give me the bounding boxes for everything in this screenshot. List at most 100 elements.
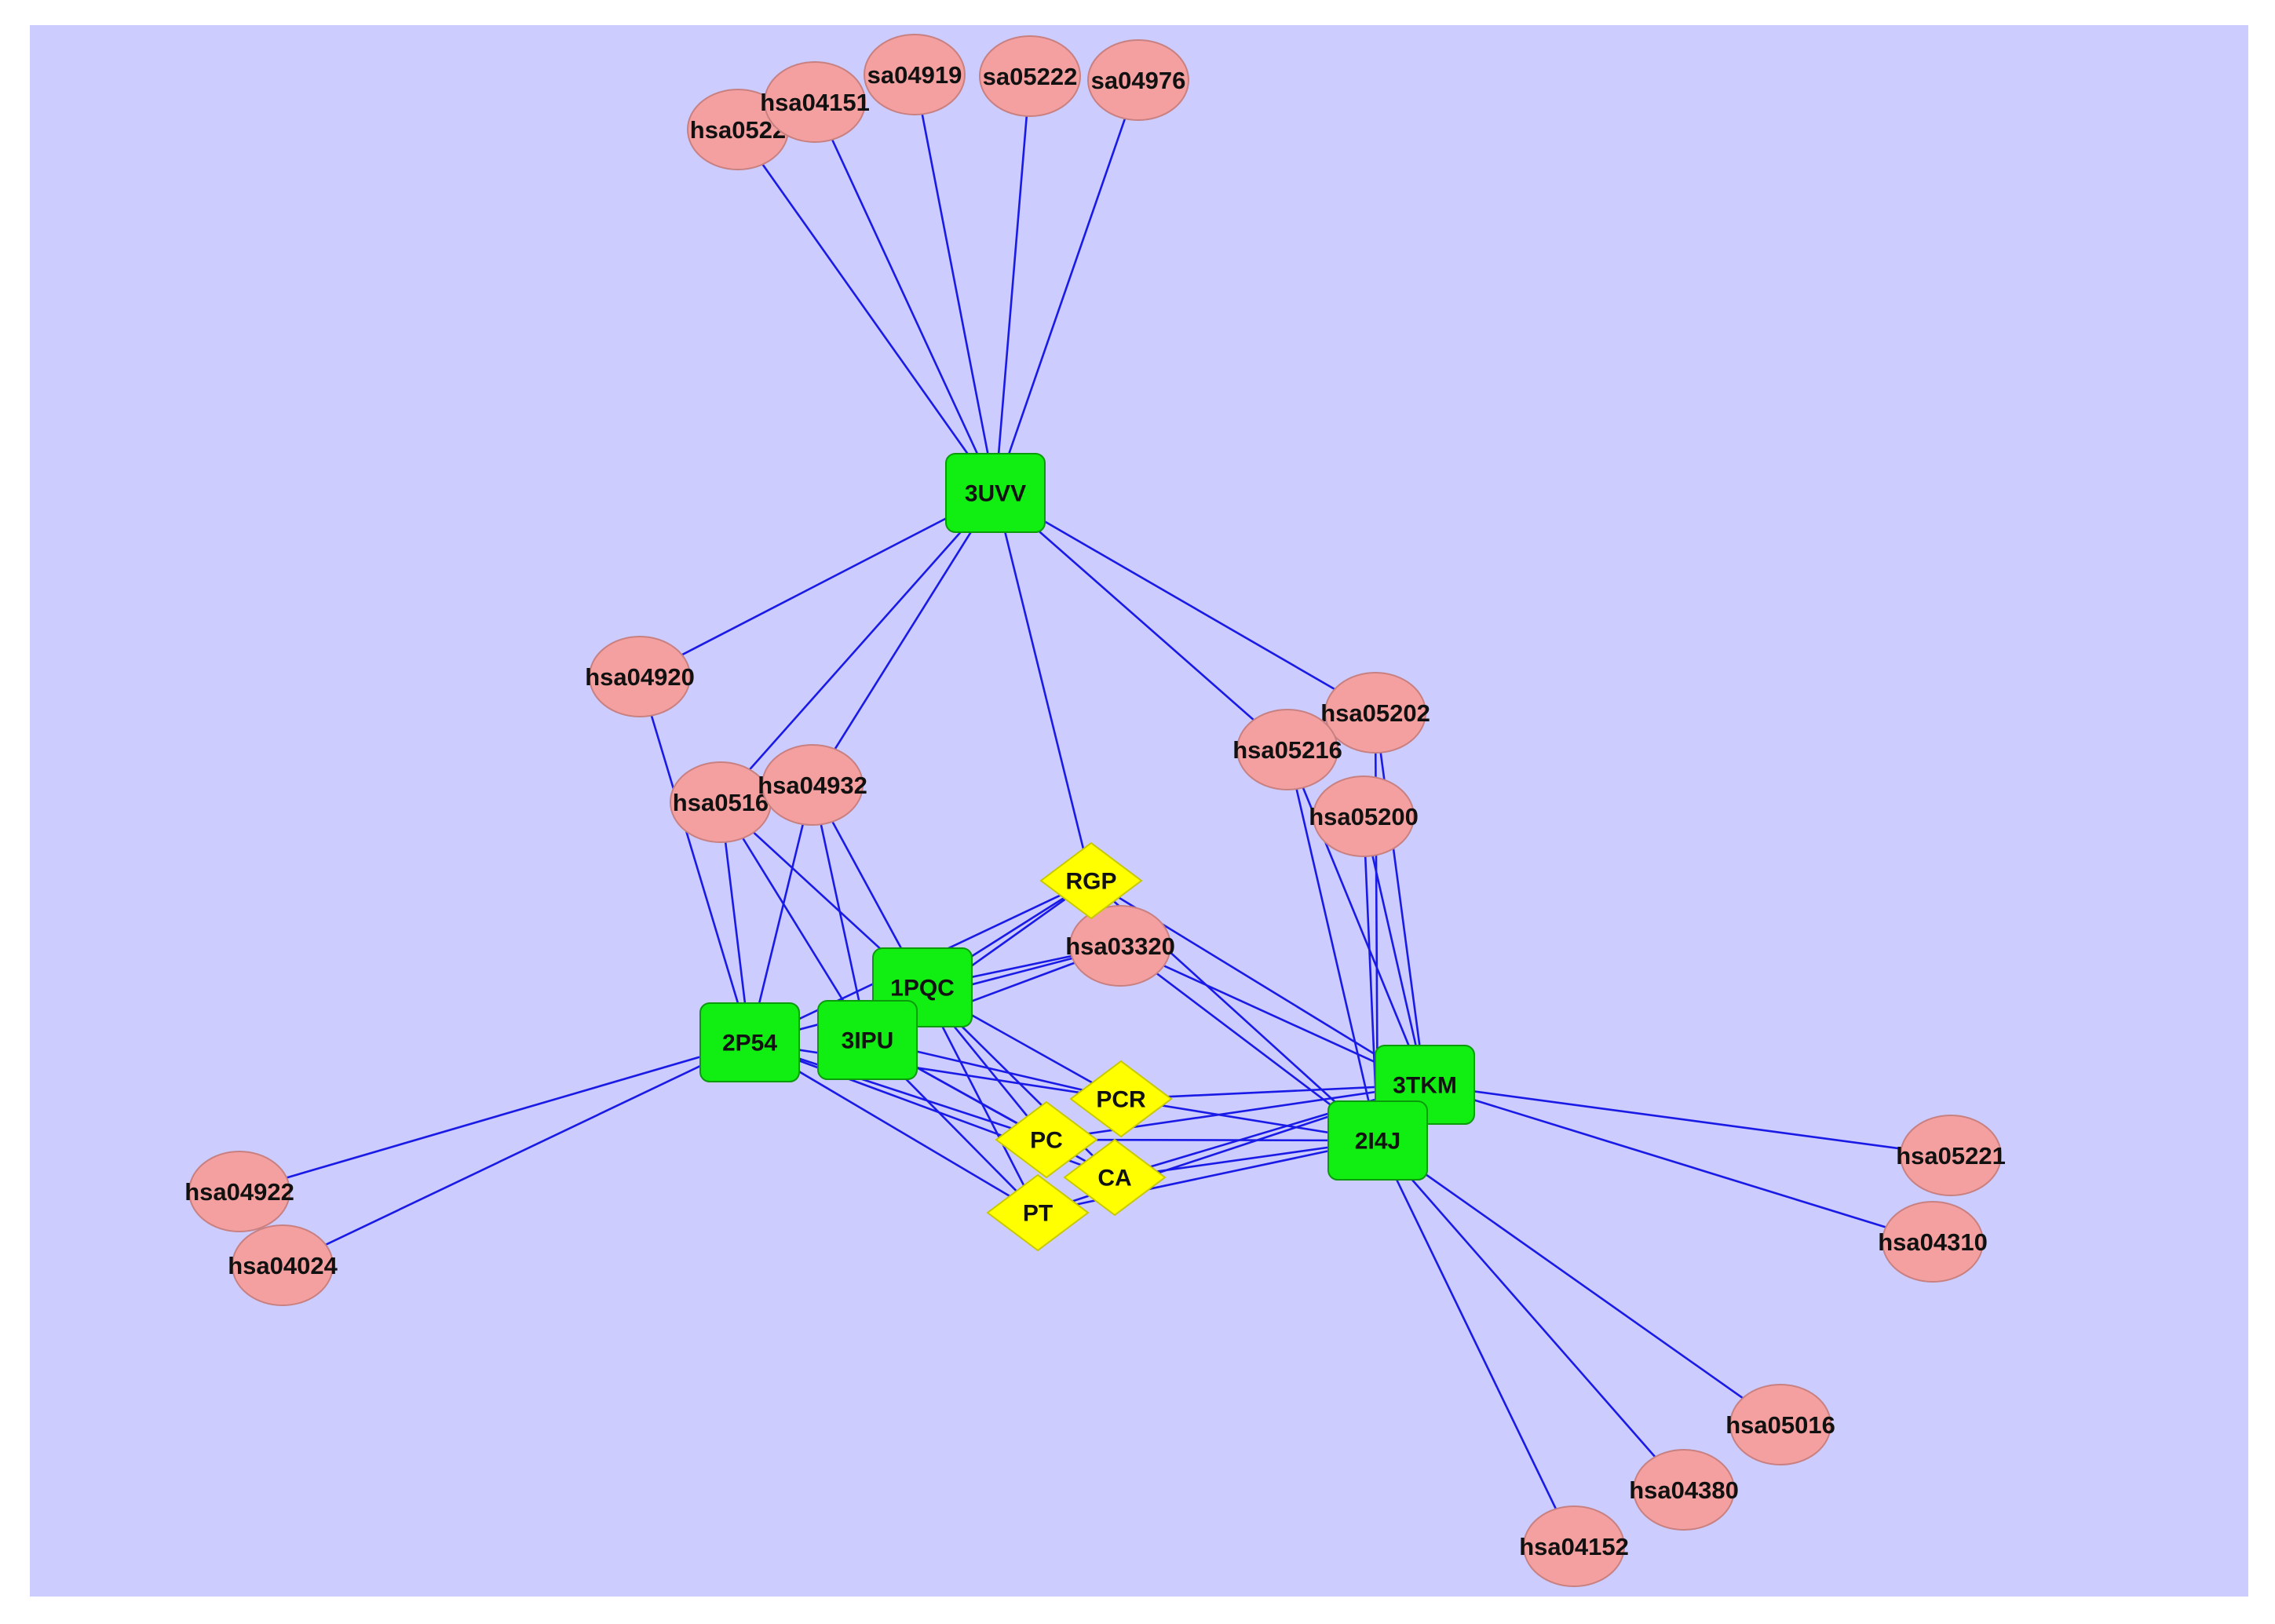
- pathway-ellipse: [1633, 1449, 1735, 1531]
- edge-hsa05216-2I4J: [1286, 749, 1379, 1141]
- edge-hsa04932-2P54: [748, 784, 814, 1043]
- pathway-node-hsa04922[interactable]: hsa04922: [184, 1151, 294, 1232]
- pathway-ellipse: [761, 744, 864, 826]
- diagram-background: [30, 25, 2248, 1597]
- compound-diamond: [995, 1100, 1098, 1179]
- pathway-node-hsa04151[interactable]: hsa04151: [760, 61, 870, 143]
- pathway-ellipse: [1882, 1201, 1984, 1283]
- edge-2I4J-hsa05016: [1377, 1139, 1781, 1426]
- node-label: hsa03320: [1065, 932, 1175, 960]
- edge-3UVV-hsa04976: [994, 79, 1140, 494]
- pathway-node-hsa05216[interactable]: hsa05216: [1232, 709, 1342, 790]
- edge-3TKM-PCR: [1120, 1083, 1426, 1100]
- node-label: hsa05200: [1309, 803, 1419, 830]
- compound-node-PCR[interactable]: PCR: [1069, 1060, 1173, 1138]
- pathway-node-hsa05222[interactable]: sa05222: [979, 35, 1081, 117]
- edge-2I4J-hsa04380: [1377, 1140, 1685, 1491]
- node-label: hsa04151: [760, 89, 870, 116]
- pathway-node-hsa04920[interactable]: hsa04920: [585, 636, 695, 717]
- compound-diamond: [1063, 1138, 1167, 1217]
- node-label: hsa05016: [1725, 1411, 1835, 1439]
- pathway-node-hsa04919[interactable]: sa04919: [864, 34, 966, 115]
- compound-node-PC[interactable]: PC: [995, 1100, 1098, 1179]
- edge-3UVV-hsa05202: [995, 491, 1376, 714]
- edge-hsa04932-3IPU: [811, 784, 869, 1041]
- node-label: PCR: [1096, 1087, 1146, 1113]
- node-label: PT: [1023, 1201, 1053, 1227]
- edge-3UVV-hsa04932: [811, 492, 997, 786]
- edge-3UVV-hsa04151: [813, 101, 997, 494]
- edge-3TKM-hsa05221: [1424, 1083, 1952, 1157]
- node-label: 3UVV: [965, 481, 1026, 507]
- pathway-node-hsa05221[interactable]: hsa05221: [1896, 1115, 2006, 1196]
- pathway-node-hsa05160[interactable]: hsa0516: [670, 761, 772, 843]
- protein-node-3UVV[interactable]: 3UVV: [945, 453, 1046, 533]
- node-label: 2I4J: [1355, 1129, 1400, 1155]
- protein-node-2P54[interactable]: 2P54: [699, 1002, 800, 1082]
- pathway-node-hsa04976[interactable]: sa04976: [1087, 39, 1189, 121]
- pathway-node-hsa04310[interactable]: hsa04310: [1878, 1201, 1988, 1283]
- pathway-ellipse: [1324, 672, 1426, 754]
- edge-3UVV-hsa05223: [736, 129, 997, 494]
- pathway-node-hsa04380[interactable]: hsa04380: [1629, 1449, 1739, 1531]
- pathway-ellipse: [1087, 39, 1189, 121]
- pathway-ellipse: [589, 636, 691, 717]
- node-label: RGP: [1065, 869, 1116, 895]
- pathway-node-hsa05016[interactable]: hsa05016: [1725, 1384, 1835, 1465]
- edge-3UVV-hsa04920: [639, 491, 996, 678]
- protein-node-3IPU[interactable]: 3IPU: [817, 1000, 918, 1080]
- node-label: hsa0516: [673, 789, 769, 816]
- edge-hsa04920-2P54: [638, 676, 751, 1043]
- protein-box: [817, 1000, 918, 1080]
- edge-3TKM-PC: [1046, 1083, 1426, 1141]
- edge-hsa03320-3TKM: [1119, 944, 1426, 1086]
- edge-hsa05202-3TKM: [1374, 712, 1426, 1086]
- node-label: hsa04380: [1629, 1476, 1739, 1504]
- pathway-node-hsa04932[interactable]: hsa04932: [758, 744, 867, 826]
- compound-node-PT[interactable]: PT: [986, 1173, 1090, 1252]
- node-label: hsa04922: [184, 1178, 294, 1206]
- edge-3UVV-RGP: [994, 492, 1093, 881]
- pathway-node-hsa04024[interactable]: hsa04024: [228, 1224, 338, 1306]
- pathway-node-hsa03320[interactable]: hsa03320: [1065, 905, 1175, 987]
- protein-box: [699, 1002, 800, 1082]
- pathway-ellipse: [1236, 709, 1338, 790]
- compound-node-CA[interactable]: CA: [1063, 1138, 1167, 1217]
- edge-3UVV-hsa04919: [913, 74, 997, 494]
- pathway-ellipse: [1069, 905, 1171, 987]
- node-label: PC: [1030, 1128, 1063, 1154]
- node-label: hsa04932: [758, 772, 867, 799]
- edge-hsa05200-3TKM: [1362, 816, 1426, 1086]
- node-label: CA: [1097, 1166, 1131, 1192]
- edge-3TKM-hsa04310: [1424, 1083, 1934, 1243]
- compound-diamond: [986, 1173, 1090, 1252]
- pathway-node-hsa05200[interactable]: hsa05200: [1309, 776, 1419, 857]
- node-label: 1PQC: [890, 976, 955, 1002]
- node-label: sa05222: [983, 63, 1078, 90]
- edge-hsa05216-3TKM: [1286, 749, 1426, 1086]
- node-label: sa04976: [1091, 67, 1186, 94]
- edge-3UVV-hsa05216: [995, 492, 1288, 750]
- pathway-ellipse: [979, 35, 1081, 117]
- edge-3UVV-hsa05222: [994, 75, 1032, 494]
- edge-3UVV-hsa05160: [720, 492, 996, 803]
- pathway-ellipse: [1523, 1505, 1625, 1587]
- compound-node-RGP[interactable]: RGP: [1039, 841, 1143, 920]
- compound-diamond: [1069, 1060, 1173, 1138]
- node-label: 2P54: [722, 1031, 777, 1057]
- node-label: hsa05216: [1232, 736, 1342, 764]
- compound-diamond: [1039, 841, 1143, 920]
- node-label: 3IPU: [842, 1028, 894, 1054]
- edge-2P54-PCR: [749, 1041, 1122, 1100]
- node-label: sa04919: [867, 61, 962, 89]
- protein-node-2I4J[interactable]: 2I4J: [1327, 1100, 1428, 1181]
- pathway-ellipse: [764, 61, 866, 143]
- pathway-node-hsa04152[interactable]: hsa04152: [1519, 1505, 1629, 1587]
- node-label: 3TKM: [1393, 1073, 1457, 1099]
- edge-2I4J-hsa04152: [1376, 1140, 1576, 1547]
- pathway-ellipse: [188, 1151, 290, 1232]
- pathway-ellipse: [1313, 776, 1415, 857]
- pathway-node-hsa05202[interactable]: hsa05202: [1320, 672, 1430, 754]
